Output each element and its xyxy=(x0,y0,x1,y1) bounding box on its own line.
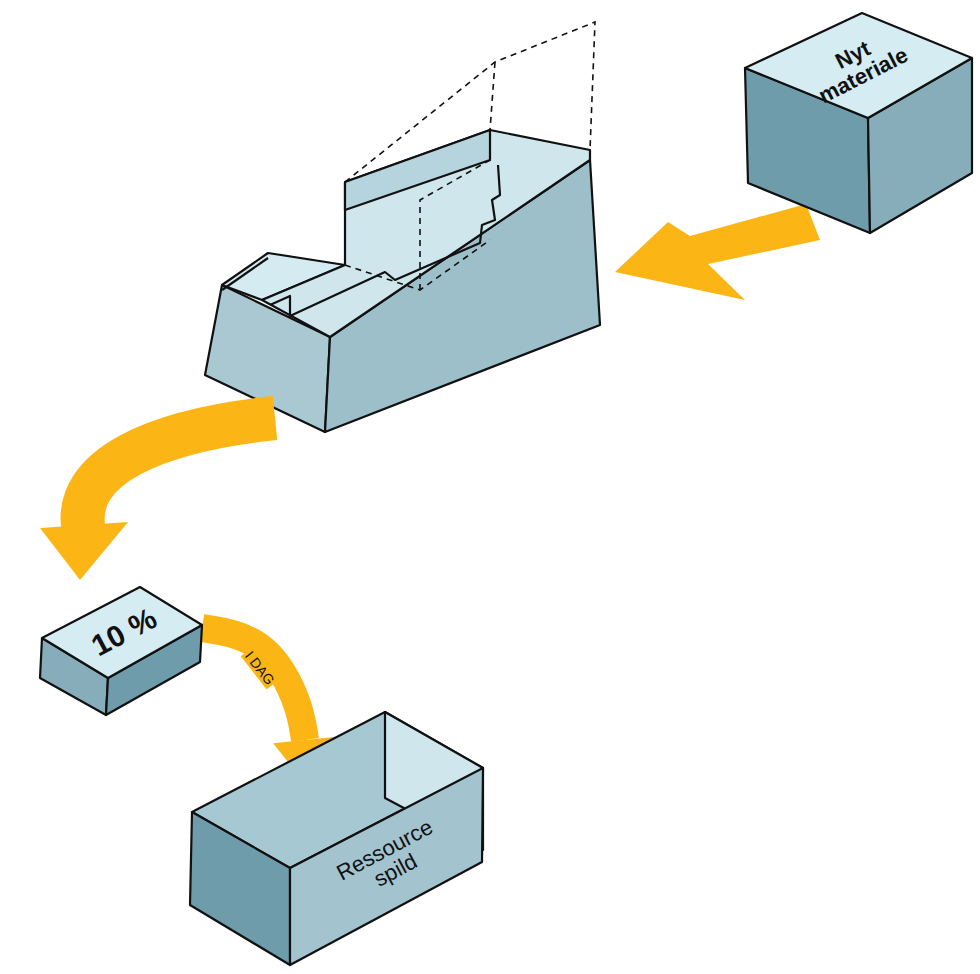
dashed-outline xyxy=(420,160,490,290)
input-arrow xyxy=(615,204,820,300)
dashed-outline xyxy=(490,62,495,130)
share-box: 10 % xyxy=(38,580,206,720)
box-outline xyxy=(185,700,485,968)
box-face xyxy=(290,768,483,965)
output-arrow xyxy=(83,418,275,532)
arrow-shaft xyxy=(202,628,305,740)
block-inner-lip xyxy=(270,165,500,316)
block-cavity xyxy=(262,130,590,337)
box-face xyxy=(745,13,972,118)
block-back-wall xyxy=(345,130,490,210)
block-edge xyxy=(222,258,268,290)
carved-block xyxy=(205,130,600,432)
output-arrow-head xyxy=(40,522,128,580)
dashed-outline xyxy=(345,22,595,182)
material-box: Nyt materiale xyxy=(740,8,976,240)
box-face xyxy=(42,587,202,678)
dashed-outline xyxy=(345,240,490,290)
waste-bin: Ressource spild xyxy=(185,700,485,968)
removed-volume xyxy=(345,22,595,290)
box-face xyxy=(190,812,290,965)
